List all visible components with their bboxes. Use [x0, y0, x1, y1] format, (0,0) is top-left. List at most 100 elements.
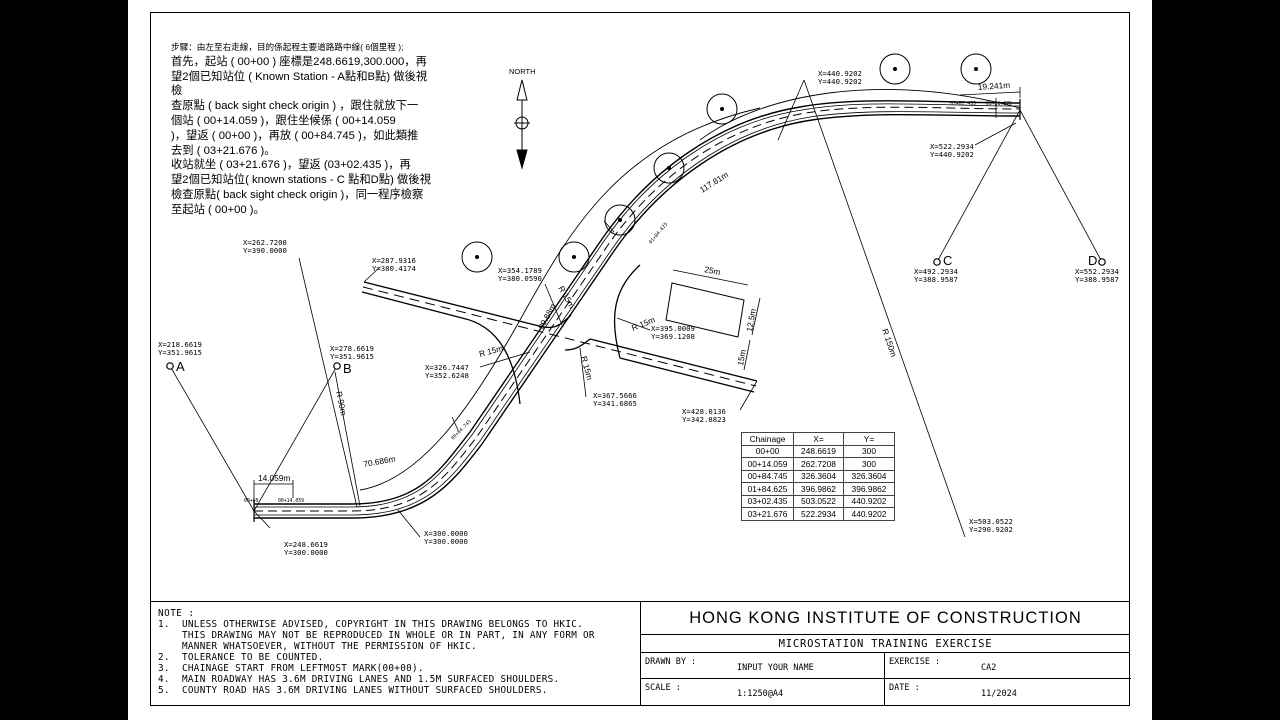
- fillet-curve: [564, 338, 591, 351]
- note-line: THIS DRAWING MAY NOT BE REPRODUCED IN WH…: [182, 630, 595, 641]
- tree-icon: [706, 93, 738, 125]
- coord-label: X=300.0000: [424, 529, 468, 538]
- note-line: COUNTY ROAD HAS 3.6M DRIVING LANES WITHO…: [182, 685, 548, 696]
- exercise-value: CA2: [981, 663, 997, 673]
- tree-row: [461, 53, 992, 273]
- tree-icon: [558, 241, 590, 273]
- fillet-curve: [461, 317, 521, 405]
- building-outline: [665, 282, 745, 338]
- station-marker-d: [1098, 258, 1106, 266]
- table-header: X=: [793, 432, 844, 446]
- note-item: 5. COUNTY ROAD HAS 3.6M DRIVING LANES WI…: [158, 685, 640, 696]
- drawing-sheet: [128, 0, 1152, 720]
- table-cell: 248.6619: [793, 444, 844, 458]
- main-road-edge: [254, 113, 1021, 519]
- coord-label: X=492.2934: [914, 267, 959, 276]
- note-item: 2. TOLERANCE TO BE COUNTED.: [158, 652, 640, 663]
- sightline-c: [936, 109, 1021, 263]
- sightline-b: [253, 365, 338, 512]
- tree-icon: [653, 152, 685, 184]
- date-cell: DATE : 11/2024: [885, 679, 1131, 706]
- note-line: TOLERANCE TO BE COUNTED.: [182, 652, 324, 663]
- coord-label: X=354.1789: [498, 266, 542, 275]
- table-cell: 03+02.435: [741, 494, 794, 508]
- station-label-b: B: [343, 361, 352, 376]
- dimension-label: 25m: [704, 264, 722, 277]
- station-label-a: A: [176, 359, 185, 374]
- note-text: UNLESS OTHERWISE ADVISED, COPYRIGHT IN T…: [182, 619, 595, 652]
- coord-label: Y=380.0590: [498, 274, 542, 283]
- table-cell: 396.9862: [843, 482, 895, 496]
- dimension-label: 19.241m: [977, 80, 1010, 92]
- north-label: NORTH: [509, 67, 536, 76]
- table-cell: 00+14.059: [741, 457, 794, 471]
- exercise-cell: EXERCISE : CA2: [885, 653, 1131, 679]
- coord-label: Y=351.9615: [158, 348, 202, 357]
- note-number: 3.: [158, 663, 170, 674]
- table-cell: 396.9862: [793, 482, 844, 496]
- coord-label: Y=351.9615: [330, 352, 374, 361]
- notes-panel: NOTE : 1. UNLESS OTHERWISE ADVISED, COPY…: [150, 602, 640, 706]
- station-label-d: D: [1088, 253, 1097, 268]
- table-cell: 326.3604: [843, 469, 895, 483]
- instruction-line: 收站就坐 ( 03+21.676 )，望返 (03+02.435 )，再: [171, 159, 411, 172]
- drawing-subtitle: MICROSTATION TRAINING EXERCISE: [641, 635, 1130, 653]
- note-number: 5.: [158, 685, 170, 696]
- coord-label: Y=300.0000: [284, 548, 328, 557]
- chainage-label: 00+14.059: [278, 498, 304, 504]
- coord-label: Y=300.0000: [424, 537, 468, 546]
- table-cell: 326.3604: [793, 469, 844, 483]
- title-strip-divider: [150, 601, 1130, 602]
- coord-label: X=440.9202: [818, 69, 862, 78]
- instruction-line: 檢查原點( back sight check origin )，同一程序檢察: [171, 188, 424, 201]
- station-marker-b: [333, 362, 341, 370]
- note-number: 1.: [158, 619, 170, 630]
- fillet-curve: [613, 264, 641, 359]
- coord-label: Y=440.9202: [818, 77, 862, 86]
- table-cell: 00+84.745: [741, 469, 794, 483]
- note-line: MAIN ROADWAY HAS 3.6M DRIVING LANES AND …: [182, 674, 560, 685]
- scale-label: SCALE :: [645, 683, 681, 693]
- instruction-line: )，望返 ( 00+00 )，再放 ( 00+84.745 )，如此類推: [171, 129, 419, 142]
- chainage-label: 00+00: [244, 498, 259, 504]
- table-header-row: Chainage X= Y=: [741, 432, 895, 446]
- coord-label: X=278.6619: [330, 344, 374, 353]
- county-road-centerline: [362, 286, 757, 387]
- dimension-label: 15m: [735, 349, 748, 367]
- fillet-curve: [534, 314, 572, 329]
- note-line: MANNER WHATSOEVER, WITHOUT THE PERMISSIO…: [182, 641, 477, 652]
- tree-icon: [879, 53, 911, 85]
- tree-icon: [604, 204, 636, 236]
- coord-label: X=503.0522: [969, 517, 1013, 526]
- coord-label: Y=388.9587: [1075, 275, 1119, 284]
- coord-label: Y=388.9587: [914, 275, 958, 284]
- table-cell: 262.7208: [793, 457, 844, 471]
- chainage-label: 03+02.435: [950, 101, 976, 107]
- coord-label: Y=352.6248: [425, 371, 469, 380]
- note-item: 4. MAIN ROADWAY HAS 3.6M DRIVING LANES A…: [158, 674, 640, 685]
- station-marker-a: [166, 362, 174, 370]
- note-line: CHAINAGE START FROM LEFTMOST MARK(00+00)…: [182, 663, 424, 674]
- note-item: 1. UNLESS OTHERWISE ADVISED, COPYRIGHT I…: [158, 619, 640, 652]
- tree-icon: [461, 241, 493, 273]
- table-cell: 440.9202: [843, 507, 895, 521]
- table-cell: 522.2934: [793, 507, 844, 521]
- main-road-edge: [254, 100, 1021, 505]
- table-cell: 300: [843, 444, 895, 458]
- date-value: 11/2024: [981, 689, 1017, 699]
- table-cell: 03+21.676: [741, 507, 794, 521]
- coord-label: X=552.2934: [1075, 267, 1120, 276]
- instruction-line: 個站 ( 00+14.059 )，跟住坐候係 ( 00+14.059: [171, 114, 396, 127]
- instruction-line: 至起站 ( 00+00 )。: [171, 203, 265, 216]
- station-label-c: C: [943, 253, 952, 268]
- procedure-instructions: 步驟：由左至右走線，目的係起程主要道路路中線( 6個里程 ); 首先，起站 ( …: [171, 40, 436, 218]
- table-cell: 00+00: [741, 444, 794, 458]
- coord-label: Y=342.8823: [682, 415, 726, 424]
- alignment-arc: [359, 107, 761, 491]
- coord-label: X=262.7208: [243, 238, 287, 247]
